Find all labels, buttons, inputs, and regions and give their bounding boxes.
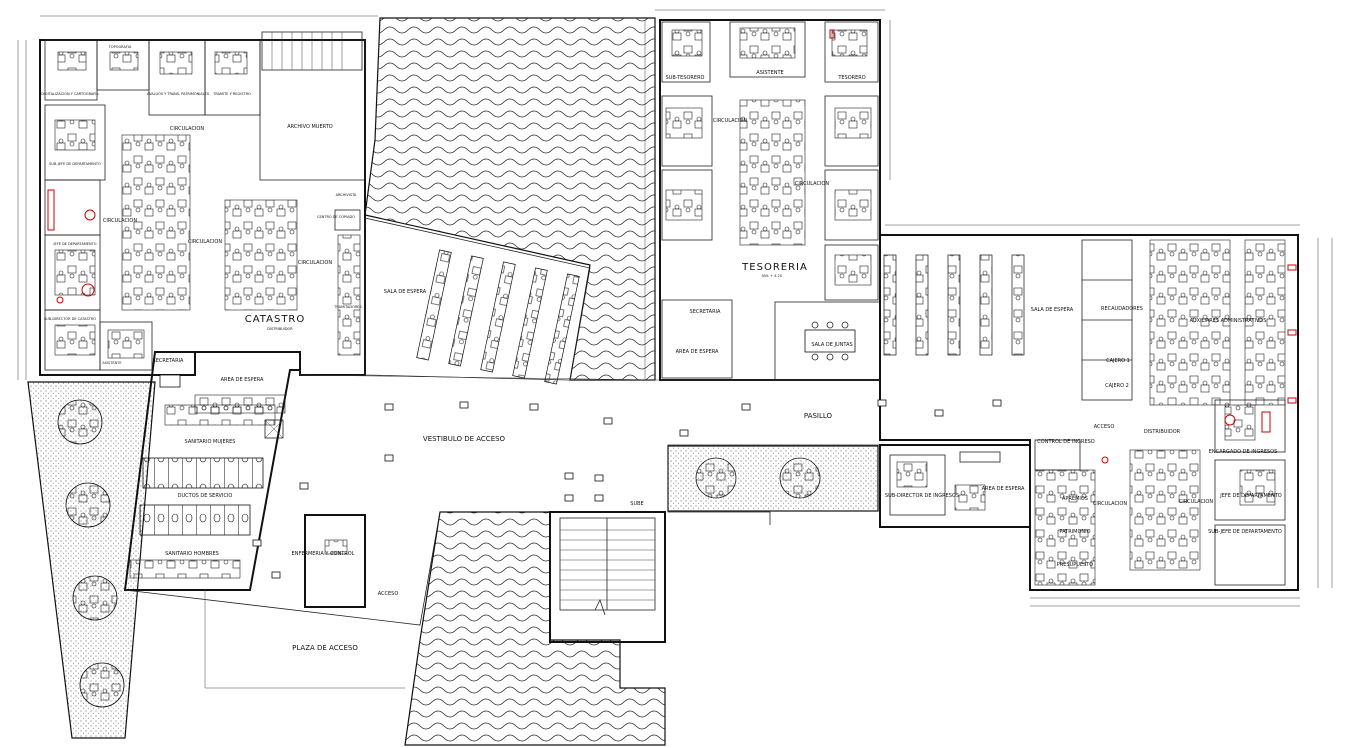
label-sala-espera-2: SALA DE ESPERA <box>1031 307 1074 313</box>
label-tramitadores: TRAMITADORES <box>333 305 362 309</box>
label-circulacion-cat-3: CIRCULACION <box>188 239 222 245</box>
label-circulacion-cat-2: CIRCULACION <box>103 218 137 224</box>
tesoreria-block <box>659 19 881 381</box>
label-circulacion-east-2: CIRCULACION <box>1179 499 1213 505</box>
label-subjefe-cat: SUB-JEFE DE DEPARTAMENTO <box>49 162 101 166</box>
label-jefe-dep: JEFE DE DEPARTAMENTO <box>1219 493 1281 499</box>
planter-west <box>27 381 156 739</box>
sanitarios-block <box>123 351 366 608</box>
label-subdirector-cat: SUB-DIRECTOR DE CATASTRO <box>44 317 96 321</box>
label-circulacion-tes-2: CIRCULACION <box>795 181 829 187</box>
label-plaza: PLAZA DE ACCESO <box>292 644 358 652</box>
water-feature-south <box>404 511 666 746</box>
label-sanitario-h: SANITARIO HOMBRES <box>165 551 219 557</box>
label-secretaria-2: SECRETARIA <box>690 309 721 315</box>
label-presupuesto: PRESUPUESTO <box>1057 562 1094 568</box>
label-tesoreria: TESORERIA <box>741 262 808 273</box>
waiting-benches-west <box>364 217 591 385</box>
label-sala-juntas: SALA DE JUNTAS <box>811 342 852 348</box>
label-secretaria-1: SECRETARIA <box>153 358 184 364</box>
label-encargado: ENCARGADO DE INGRESOS <box>1209 449 1278 455</box>
label-recaudadores: RECAUDADORES <box>1101 306 1143 312</box>
label-subtesorero: SUB-TESORERO <box>666 75 705 81</box>
label-acceso-east: ACCESO <box>1094 424 1115 430</box>
label-vestibulo: VESTIBULO DE ACCESO <box>423 435 506 443</box>
label-archivista: ARCHIVISTA <box>336 193 357 197</box>
stair-south <box>549 511 666 643</box>
label-enfermeria: ENFERMERIA Y CONTROL <box>292 551 355 557</box>
label-subjefe-dep: SUB-JEFE DE DEPARTAMENTO <box>1208 529 1282 535</box>
label-catastro-distribuidor: DISTRIBUIDOR <box>267 327 293 331</box>
label-asistente-cat: ASISTENTE <box>102 361 121 365</box>
label-centro-copiado: CENTRO DE COPIADO <box>317 215 355 219</box>
label-tramite: TRAMITE Y REGISTRO <box>212 92 251 96</box>
label-circulacion-cat-1: CIRCULACION <box>170 126 204 132</box>
east-block <box>879 234 1299 591</box>
label-area-espera-3: AREA DE ESPERA <box>982 486 1025 492</box>
label-sube: SUBE <box>630 501 643 507</box>
label-acceso: ACCESO <box>378 591 399 597</box>
label-avaluos: AVALUOS Y TRANS. PATRIMONIALES <box>147 92 210 96</box>
label-cajero-2: CAJERO 2 <box>1105 383 1129 389</box>
label-control-ingreso: CONTROL DE INGRESO <box>1037 439 1095 445</box>
label-sala-espera-1: SALA DE ESPERA <box>384 289 427 295</box>
label-circulacion-cat-4: CIRCULACION <box>298 260 332 266</box>
lobby-outline <box>124 374 880 689</box>
label-circulacion-tes-1: CIRCULACION <box>713 118 747 124</box>
label-area-espera-2: AREA DE ESPERA <box>676 349 719 355</box>
room-labels: CATASTRO DISTRIBUIDOR TESORERIA NVL + 4.… <box>41 45 1282 652</box>
label-ductos: DUCTOS DE SERVICIO <box>178 493 233 499</box>
label-pasillo: PASILLO <box>804 412 833 420</box>
label-area-espera-1: AREA DE ESPERA <box>221 377 264 383</box>
label-apremios: APREMIOS <box>1062 496 1088 502</box>
label-asistente: ASISTENTE <box>756 70 783 76</box>
label-sanitario-m: SANITARIO MUJERES <box>185 439 236 445</box>
lobby-chairs <box>252 399 1002 579</box>
label-patrimonio: PATRIMONIO <box>1059 529 1090 535</box>
label-archivo: ARCHIVO MUERTO <box>287 124 333 130</box>
catastro-block <box>39 31 366 376</box>
stair-treads-north <box>271 32 343 70</box>
label-tesorero: TESORERO <box>837 75 865 81</box>
label-cajero-1: CAJERO 1 <box>1106 358 1130 364</box>
label-tesoreria-nivel: NVL + 4.20 <box>762 274 782 278</box>
label-cartografia: DIGITALIZACION Y CARTOGRAFIA <box>41 92 99 96</box>
label-auxiliares: AUXILIARES ADMINISTRATIVOS <box>1190 318 1267 324</box>
label-subdirector-ingresos: SUB-DIRECTOR DE INGRESOS <box>885 493 959 499</box>
label-catastro: CATASTRO <box>245 314 306 325</box>
label-circulacion-east-1: CIRCULACION <box>1093 501 1127 507</box>
planter-center <box>667 445 879 512</box>
label-distribuidor: DISTRIBUIDOR <box>1144 429 1181 435</box>
water-feature-north <box>364 17 656 381</box>
label-jefe-cat: JEFE DE DEPARTAMENTO <box>53 242 97 246</box>
label-topografia: TOPOGRAFIA <box>108 45 132 49</box>
ingresos-office <box>879 444 1031 528</box>
